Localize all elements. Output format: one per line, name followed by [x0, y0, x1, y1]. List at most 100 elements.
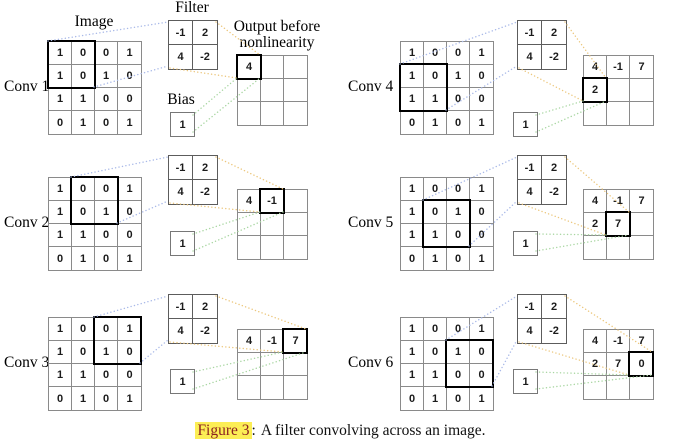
image-cell: 1: [118, 178, 141, 201]
image-cell: 1: [49, 201, 72, 224]
image-cell: 1: [401, 178, 424, 201]
output-cell: [630, 79, 653, 102]
output-cell: [261, 353, 284, 376]
output-highlight: [259, 188, 285, 214]
image-cell: 0: [49, 247, 72, 270]
filter-cell: -1: [169, 156, 193, 180]
figure-ref: Figure 3: [195, 422, 252, 439]
bias-label: Bias: [167, 91, 195, 108]
image-cell: 0: [72, 318, 95, 341]
filter-cell: -1: [518, 295, 542, 319]
output-cell: [261, 79, 284, 102]
image-cell: 0: [424, 178, 447, 201]
filter-cell: 2: [193, 21, 217, 45]
image-cell: 0: [424, 318, 447, 341]
filter-cell: -1: [169, 295, 193, 319]
image-cell: 0: [424, 42, 447, 65]
image-cell: 0: [447, 88, 470, 111]
filter-cell: 2: [542, 21, 566, 45]
output-highlight: [628, 351, 654, 377]
patch-highlight: [399, 63, 448, 112]
image-cell: 0: [447, 42, 470, 65]
image-cell: 0: [447, 178, 470, 201]
bias-value: 1: [513, 369, 538, 394]
output-cell: [607, 376, 630, 399]
image-cell: 0: [470, 65, 493, 88]
bias-value: 1: [170, 112, 195, 137]
output-cell: [584, 236, 607, 259]
output-cell: [630, 376, 653, 399]
image-cell: 0: [95, 224, 118, 247]
image-cell: 0: [118, 201, 141, 224]
image-cell: 0: [95, 364, 118, 387]
image-cell: 1: [478, 252, 485, 265]
image-cell: 1: [424, 111, 447, 134]
image-cell: 0: [401, 111, 424, 134]
image-cell: 1: [49, 318, 72, 341]
image-cell: 0: [470, 341, 493, 364]
image-cell: 1: [95, 65, 118, 88]
conv-label: Conv 3: [4, 354, 50, 371]
output-cell: [238, 353, 261, 376]
image-cell: 1: [424, 364, 447, 387]
output-cell: [630, 102, 653, 125]
filter-cell: 2: [193, 295, 217, 319]
filter-cell: 4: [518, 319, 542, 343]
patch-highlight: [422, 199, 471, 248]
image-cell: 1: [478, 392, 485, 405]
output-highlight: [282, 328, 308, 354]
output-highlight: [582, 77, 608, 103]
image-cell: 0: [470, 224, 493, 247]
image-cell: 0: [118, 224, 141, 247]
output-cell: 2: [584, 353, 607, 376]
output-cell: [261, 376, 284, 399]
image-cell: 1: [72, 247, 95, 270]
image-cell: 1: [49, 364, 72, 387]
image-cell: 0: [447, 111, 470, 134]
image-cell: 1: [118, 318, 141, 341]
output-cell: [284, 56, 307, 79]
output-cell: -1: [261, 330, 284, 353]
output-highlight: [236, 54, 262, 80]
image-cell: 0: [118, 65, 141, 88]
filter-cell: -1: [518, 156, 542, 180]
filter-cell: -1: [169, 21, 193, 45]
image-cell: 0: [49, 387, 72, 410]
filter-cell: 4: [518, 180, 542, 204]
image-cell: 1: [470, 42, 493, 65]
conv-label: Conv 1: [4, 78, 50, 95]
output-cell: [630, 236, 653, 259]
caption-colon: :: [251, 422, 256, 439]
image-cell: 1: [49, 178, 72, 201]
image-cell: 1: [447, 65, 470, 88]
image-cell: 0: [95, 88, 118, 111]
filter-cell: -2: [549, 325, 559, 337]
output-cell: [607, 79, 630, 102]
output-cell: [607, 236, 630, 259]
image-cell: 0: [424, 341, 447, 364]
image-cell: 0: [447, 318, 470, 341]
image-cell: 1: [72, 224, 95, 247]
output-cell: 4: [238, 190, 261, 213]
image-cell: 1: [49, 88, 72, 111]
image-cell: 1: [72, 387, 95, 410]
output-cell: 4: [584, 190, 607, 213]
image-cell: 0: [95, 318, 118, 341]
filter-cell: 2: [542, 295, 566, 319]
image-cell: 0: [72, 341, 95, 364]
filter-cell: 4: [518, 45, 542, 69]
output-cell: [284, 213, 307, 236]
image-cell: 1: [424, 247, 447, 270]
filter-cell: -2: [549, 186, 559, 198]
conv-label: Conv 5: [348, 214, 394, 231]
output-cell: [584, 102, 607, 125]
output-cell: [630, 213, 653, 236]
output-cell: 4: [238, 330, 261, 353]
figure-caption: Figure 3:A filter convolving across an i…: [0, 422, 681, 440]
image-cell: 1: [49, 42, 72, 65]
